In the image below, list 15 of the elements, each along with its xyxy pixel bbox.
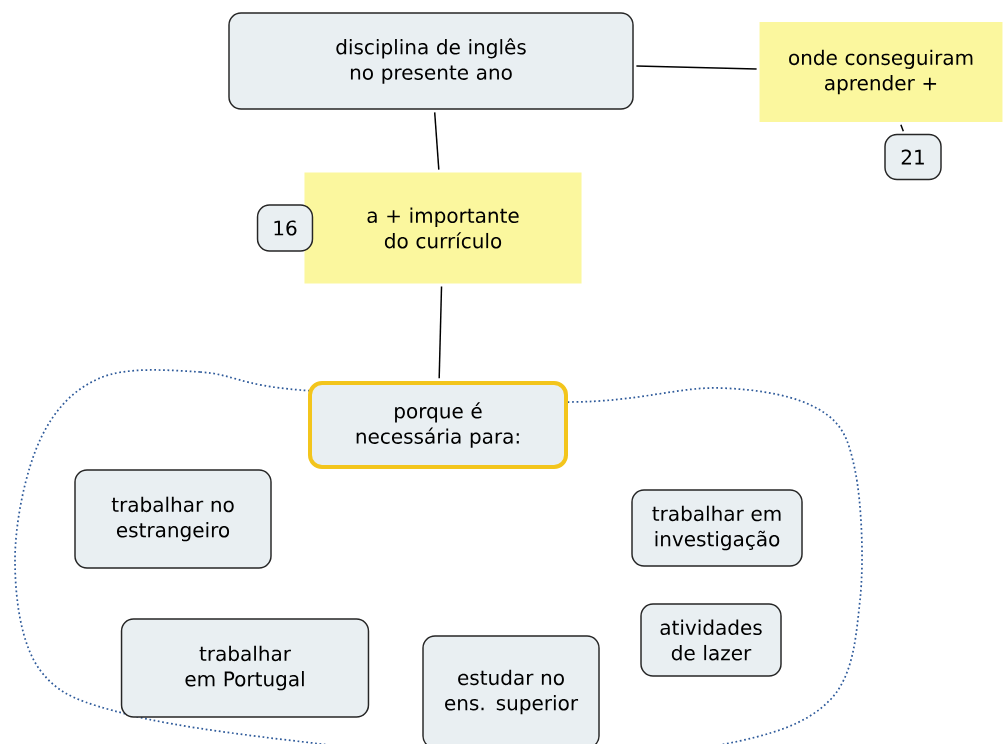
- concept-box: atividades de lazer: [640, 603, 782, 677]
- concept-box: porque é necessária para:: [308, 381, 568, 469]
- concept-box: trabalhar em Portugal: [120, 618, 370, 718]
- concept-box: estudar no ens. superior: [422, 635, 600, 744]
- concept-box: disciplina de inglês no presente ano: [228, 12, 634, 110]
- connector-line: [433, 111, 440, 171]
- number-box: 16: [256, 204, 314, 252]
- connector-line: [900, 124, 905, 132]
- concept-box: trabalhar no estrangeiro: [74, 469, 272, 569]
- concept-box: trabalhar em investigação: [631, 489, 803, 567]
- note-box: a + importante do currículo: [304, 172, 582, 284]
- number-box: 21: [884, 133, 942, 181]
- note-box: onde conseguiram aprender +: [759, 22, 1003, 122]
- connector-line: [635, 65, 758, 70]
- connector-line: [438, 285, 443, 380]
